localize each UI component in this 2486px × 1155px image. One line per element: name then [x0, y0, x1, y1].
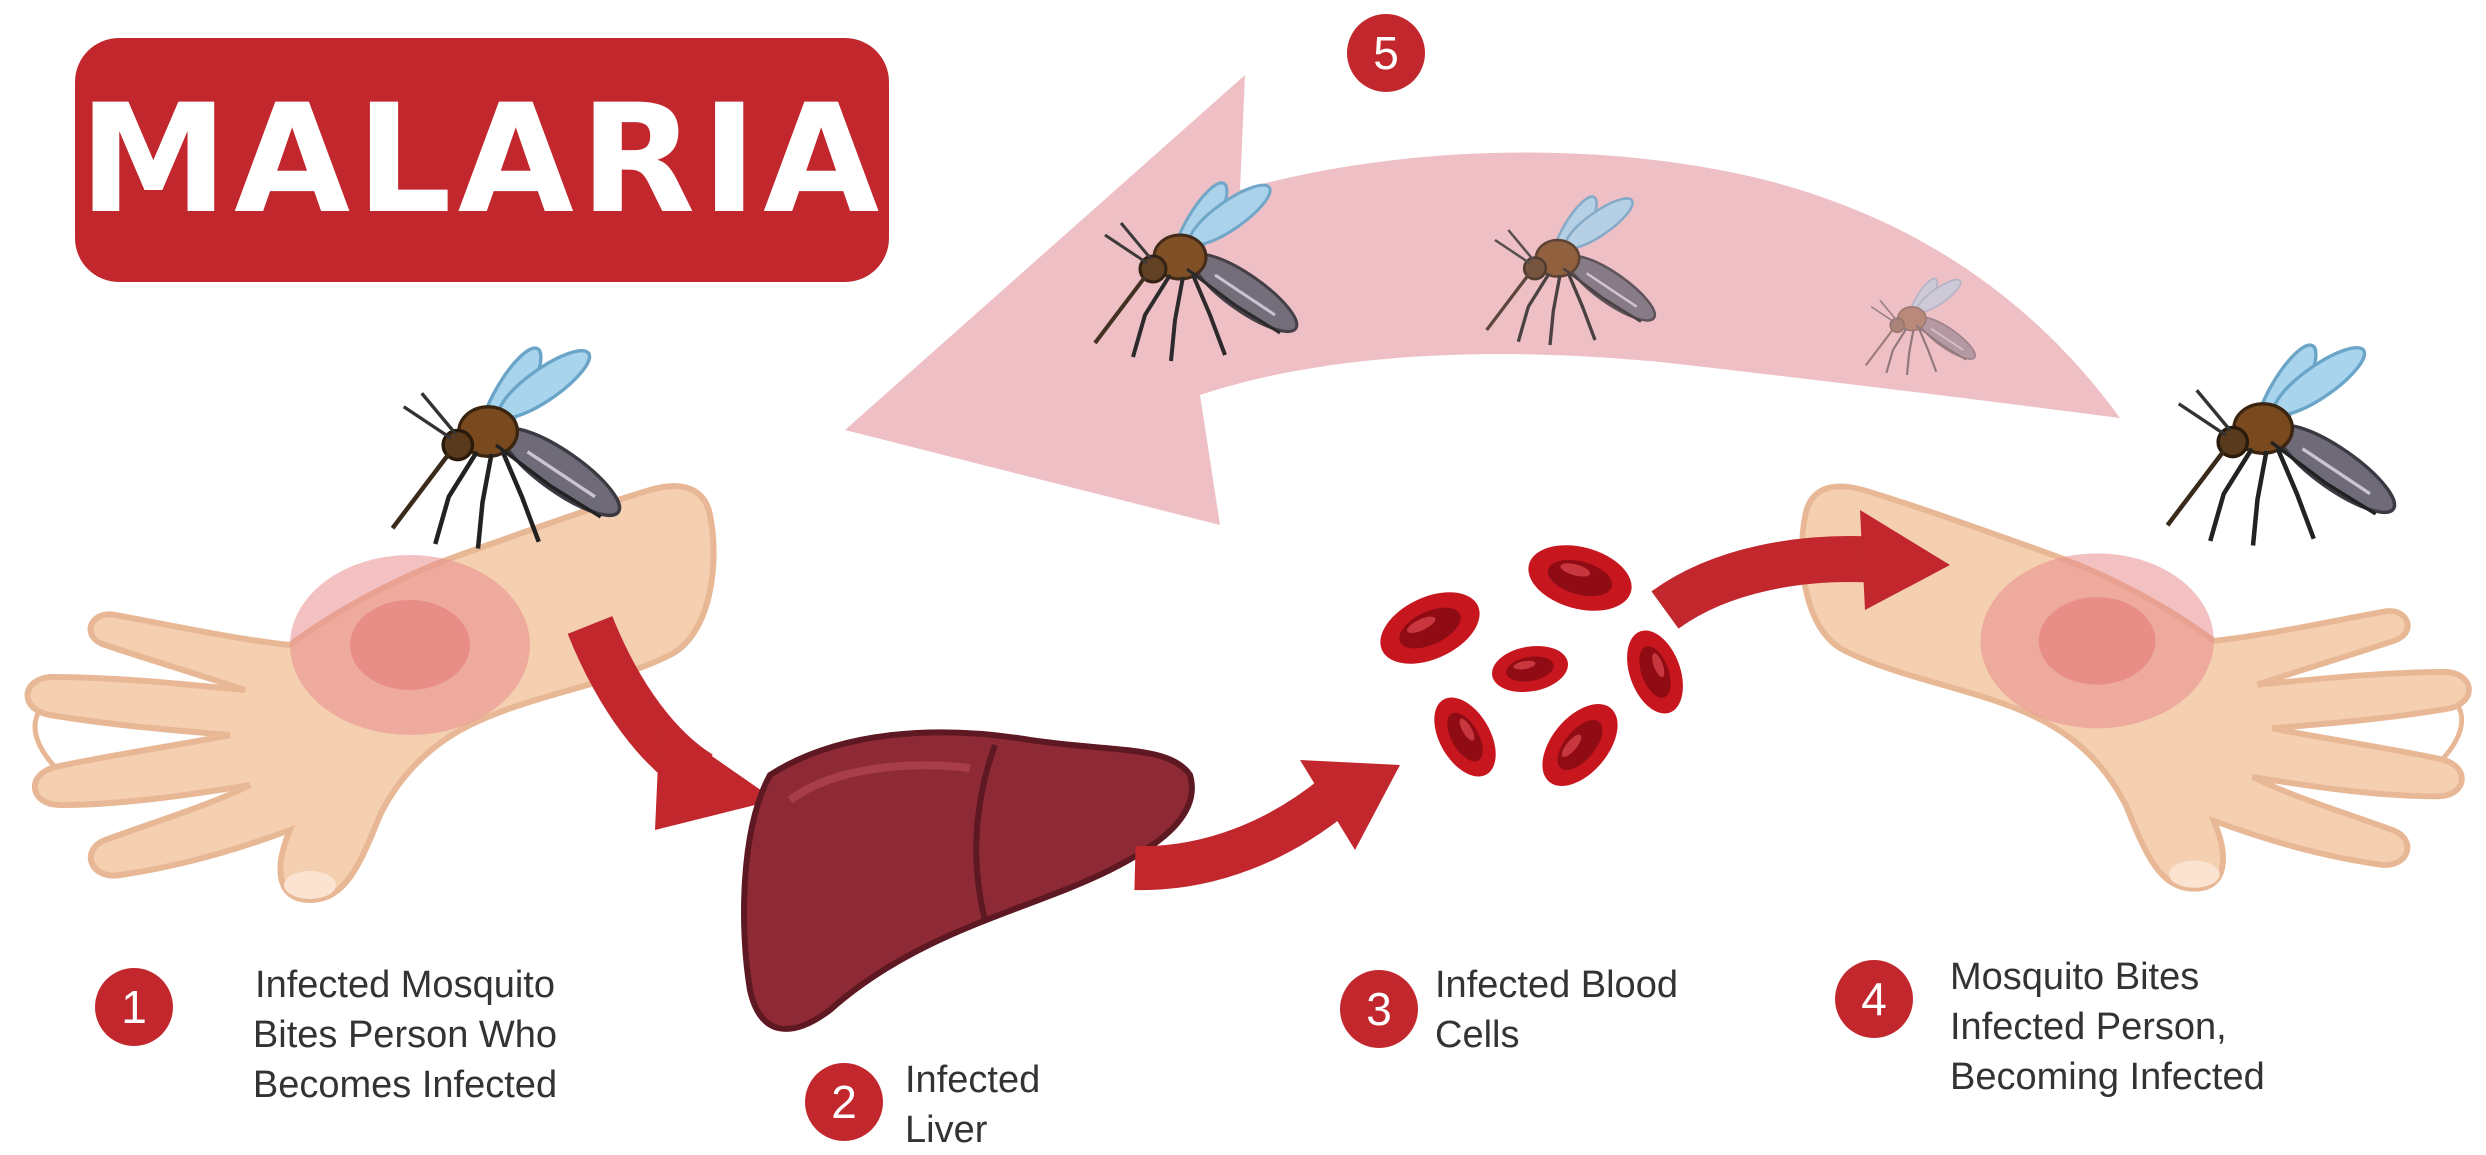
step-2-line-1: Infected [905, 1055, 1105, 1105]
step-1-line-1: Infected Mosquito [215, 960, 595, 1010]
blood-cell-icon [1617, 623, 1694, 721]
step-1-line-2: Bites Person Who [215, 1010, 595, 1060]
step-3-line-1: Infected Blood [1435, 960, 1735, 1010]
step-3-caption: Infected Blood Cells [1435, 960, 1735, 1060]
step-3-badge: 3 [1340, 970, 1418, 1048]
step-1-line-3: Becomes Infected [215, 1060, 595, 1110]
page-title: MALARIA [79, 73, 885, 247]
step-4-badge: 4 [1835, 960, 1913, 1038]
title-banner: MALARIA [75, 38, 889, 282]
step-5-badge: 5 [1347, 14, 1425, 92]
arrow-hand-to-liver [590, 625, 775, 830]
blood-cell-icon [1528, 690, 1633, 800]
step-2-badge: 2 [805, 1063, 883, 1141]
step-2-caption: Infected Liver [905, 1055, 1105, 1155]
step-4-line-3: Becoming Infected [1950, 1052, 2330, 1102]
blood-cell-icon [1369, 578, 1491, 678]
step-1-badge: 1 [95, 968, 173, 1046]
blood-cell-icon [1422, 687, 1509, 787]
mosquito-icon [2168, 337, 2406, 545]
step-4-line-2: Infected Person, [1950, 1002, 2330, 1052]
step-4-line-1: Mosquito Bites [1950, 952, 2330, 1002]
blood-cell-icon [1488, 640, 1571, 697]
blood-cell-icon [1521, 535, 1639, 622]
step-3-line-2: Cells [1435, 1010, 1735, 1060]
step-1-caption: Infected Mosquito Bites Person Who Becom… [215, 960, 595, 1110]
step-4-caption: Mosquito Bites Infected Person, Becoming… [1950, 952, 2330, 1102]
liver-icon [744, 732, 1192, 1029]
step-2-line-2: Liver [905, 1105, 1105, 1155]
